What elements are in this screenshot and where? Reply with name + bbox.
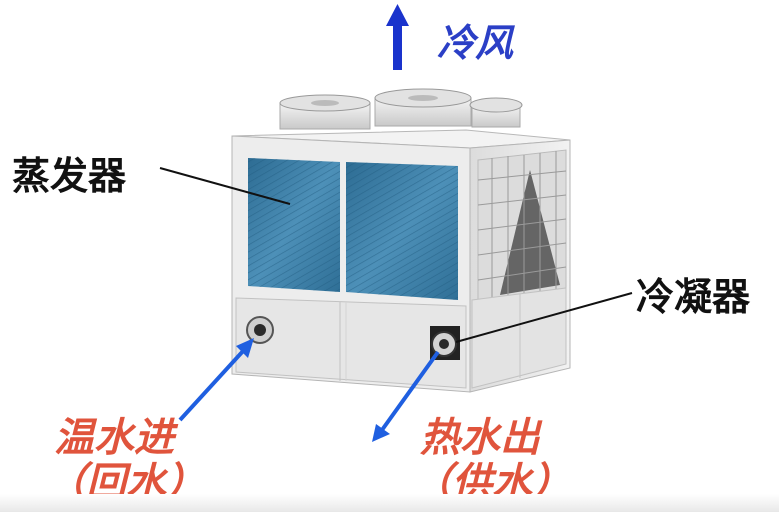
condenser-pointer-line — [455, 292, 633, 343]
condenser-label: 冷凝器 — [636, 275, 751, 319]
warm-in-arrow — [178, 338, 254, 422]
hot-water-out-label: 热水出 — [420, 415, 540, 461]
unit-side — [469, 139, 571, 393]
cold-air-arrow — [386, 4, 409, 70]
fan-right — [469, 97, 523, 128]
warm-water-in-label: 温水进 — [54, 415, 174, 461]
water-outlet-flange — [430, 326, 460, 360]
fan-left — [279, 94, 371, 130]
cold-air-label: 冷风 — [437, 21, 514, 65]
evaporator-coil — [248, 158, 458, 300]
fan-group — [279, 88, 523, 130]
side-grille-cone — [500, 170, 560, 295]
evaporator-label: 蒸发器 — [12, 154, 127, 198]
fan-center — [374, 88, 472, 127]
floor-shadow — [0, 494, 779, 512]
hot-out-arrow — [372, 350, 440, 442]
water-inlet-flange — [246, 316, 274, 344]
evaporator-pointer-line — [159, 167, 291, 205]
